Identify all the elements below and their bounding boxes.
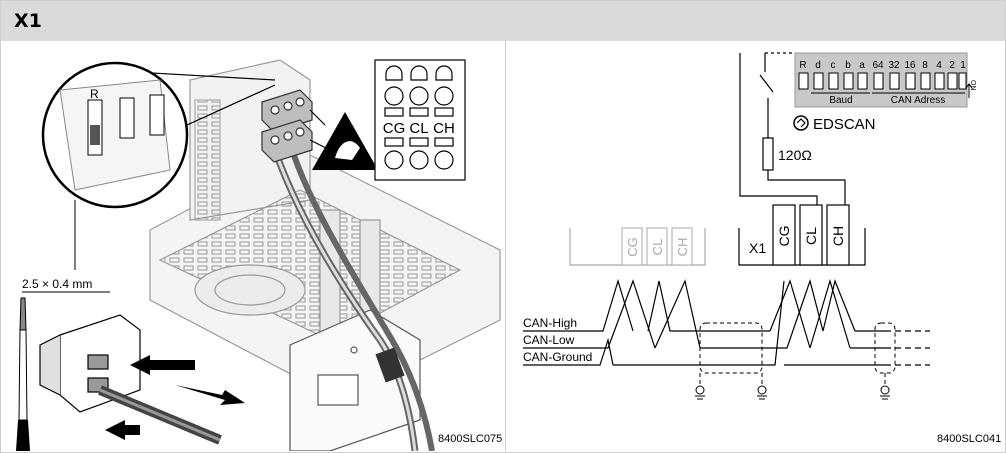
connector-plug <box>39 314 141 413</box>
can-cable <box>266 124 435 451</box>
right-figure-code: 8400SLC041 <box>937 433 1001 445</box>
header-bar: X1 <box>1 1 1005 41</box>
dip-label-a: a <box>859 60 865 71</box>
esd-warning-icon <box>312 112 378 170</box>
line-label-can-low: CAN-Low <box>523 333 575 347</box>
wire <box>98 385 222 445</box>
dip-label-1: 1 <box>960 60 966 71</box>
prev-terminal-cg: CG <box>625 237 640 257</box>
left-figure-code: 8400SLC075 <box>438 433 502 445</box>
dip-label-32: 32 <box>888 60 900 71</box>
switch-label: R <box>90 87 99 101</box>
x1-label: X1 <box>749 240 766 256</box>
dip-switch-block: R d c b a 64 32 16 8 4 2 1 ON Baud CAN A… <box>794 52 976 108</box>
ground-icon <box>695 385 890 400</box>
insert-arrow-icon <box>105 355 245 440</box>
x1-terminal-ch: CH <box>830 226 846 246</box>
screwdriver-icon <box>16 297 30 451</box>
previous-node-terminal: CG CL CH <box>569 227 706 266</box>
terminal-label-ch: CH <box>433 120 455 137</box>
dip-label-b: b <box>845 60 851 71</box>
terminal-callout: CG CL CH <box>374 59 466 181</box>
line-label-can-ground: CAN-Ground <box>523 350 592 364</box>
can-bus-lines <box>523 278 930 366</box>
can-address-label: CAN Adress <box>891 95 945 106</box>
baud-label: Baud <box>829 95 852 106</box>
terminal-plug <box>261 89 331 163</box>
dip-label-8: 8 <box>922 60 928 71</box>
cable-shields <box>699 322 896 385</box>
can-wiring-schematic: R d c b a 64 32 16 8 4 2 1 ON Baud CAN A… <box>523 52 1001 445</box>
termination-resistor <box>762 137 774 171</box>
x1-terminal-cl: CL <box>803 227 819 245</box>
x1-terminal-cg: CG <box>776 226 792 247</box>
edscan-icon <box>793 115 809 131</box>
switch-magnifier: R <box>41 61 276 270</box>
dip-label-d: d <box>815 60 821 71</box>
installation-illustration: CG CL CH R 2.5 × 0.4 mm 8400SLC075 <box>16 59 502 451</box>
dip-label-r: R <box>799 60 806 71</box>
prev-terminal-cl: CL <box>650 239 665 256</box>
dip-on-label: ON <box>969 80 976 91</box>
mounting-plate <box>289 309 421 451</box>
module-name: EDSCAN <box>813 116 876 133</box>
figure-title: X1 <box>14 10 42 32</box>
dip-label-2: 2 <box>949 60 955 71</box>
terminal-label-cl: CL <box>409 120 428 137</box>
screwdriver-size-label: 2.5 × 0.4 mm <box>22 277 92 291</box>
resistor-label: 120Ω <box>778 147 812 163</box>
prev-terminal-ch: CH <box>675 238 690 257</box>
x1-terminal: X1 CG CL CH <box>738 204 866 266</box>
termination-wiring <box>739 52 846 205</box>
figure-divider <box>505 40 506 451</box>
dip-label-64: 64 <box>872 60 884 71</box>
terminal-label-cg: CG <box>383 120 406 137</box>
dip-label-16: 16 <box>904 60 916 71</box>
dip-label-c: c <box>831 60 836 71</box>
line-label-can-high: CAN-High <box>523 316 577 330</box>
dip-label-4: 4 <box>936 60 942 71</box>
